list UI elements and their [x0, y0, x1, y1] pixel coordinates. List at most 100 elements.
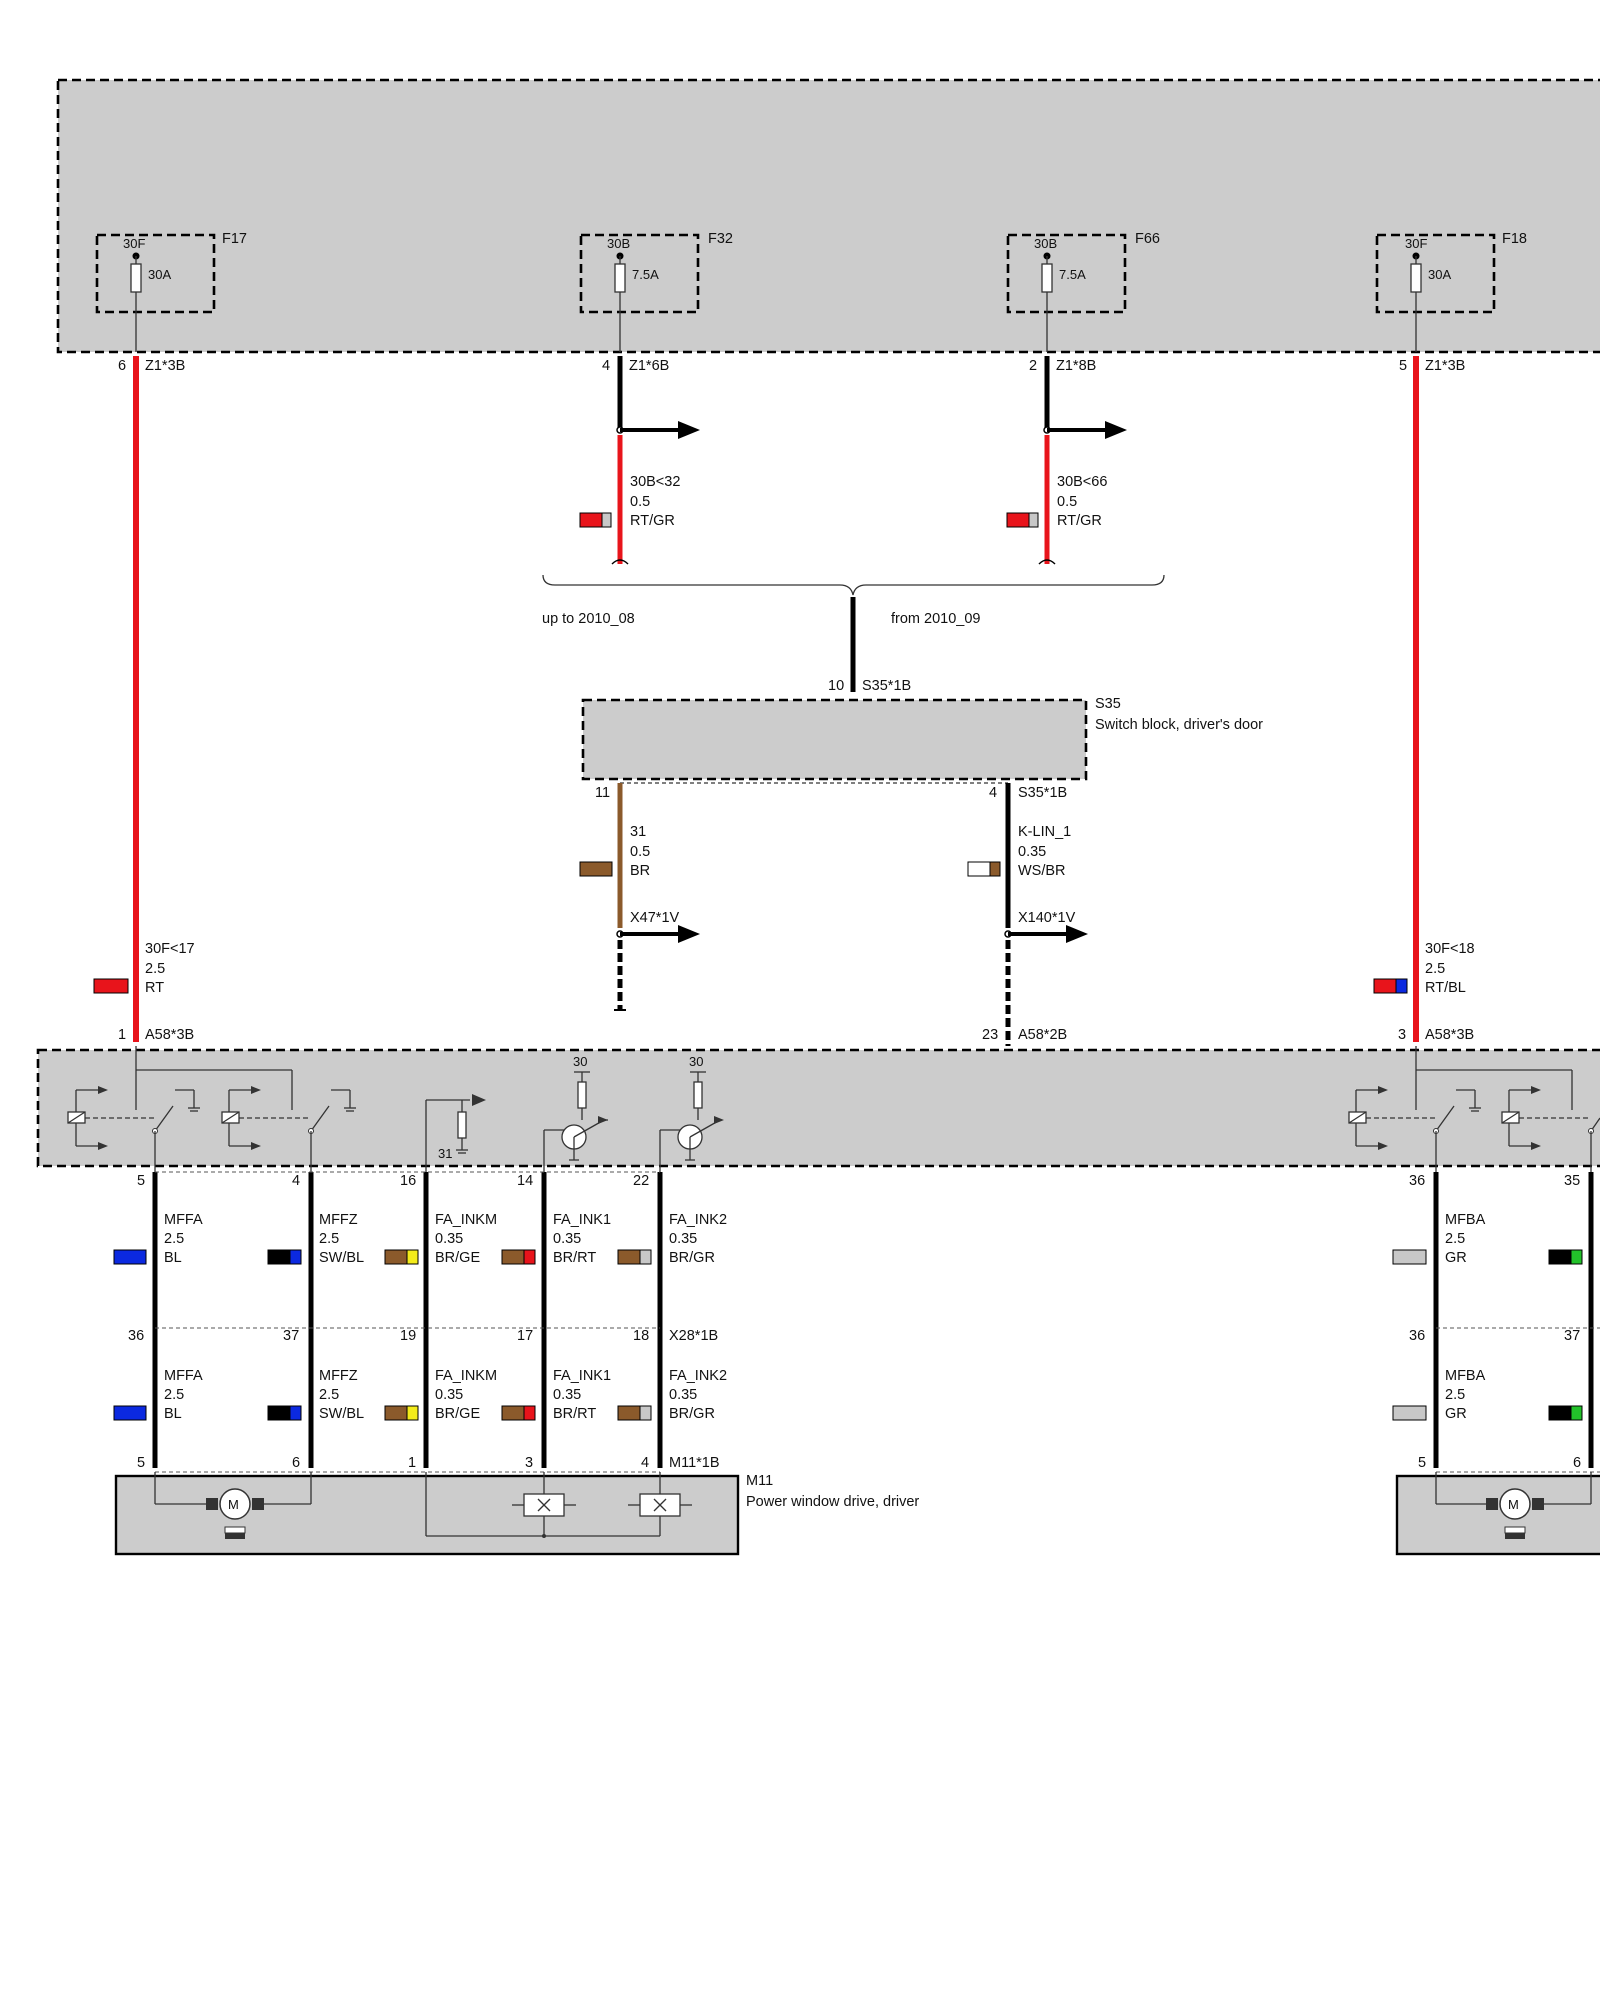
m11-id: M11 [746, 1473, 773, 1489]
wire-label-text: BR/GR [669, 1250, 715, 1266]
wire-31-ground: 31 0.5 BR X47*1V [579, 783, 700, 1011]
wire-label-text: MFBA [1445, 1212, 1486, 1228]
pin-label: 5 [1399, 358, 1407, 374]
fuse-f18-id: F18 [1502, 231, 1527, 247]
pin-label: 4 [292, 1173, 300, 1189]
wire-gauge: 0.5 [630, 494, 650, 510]
wire-color: WS/BR [1018, 863, 1066, 879]
wire-gauge: 0.5 [630, 844, 650, 860]
wire-label-fa-inkm-lower: FA_INKM 0.35 BR/GE [384, 1368, 497, 1422]
pin-label: 36 [1409, 1328, 1425, 1344]
wire-label-text: BR/GE [435, 1250, 480, 1266]
pin-label: 5 [1418, 1455, 1426, 1471]
fuse-f17-id: F17 [222, 231, 247, 247]
wire-label-text: BR/RT [553, 1250, 596, 1266]
pin-label: 35 [1564, 1173, 1580, 1189]
wire-label-text: MFFZ [319, 1212, 358, 1228]
m-right-power-window-drive-partial: M [1395, 1472, 1600, 1556]
fuse-f32-id: F32 [708, 231, 733, 247]
wire-circuit: K-LIN_1 [1018, 824, 1071, 840]
pin-label: 6 [1573, 1455, 1581, 1471]
pin-label: 36 [128, 1328, 144, 1344]
supply-30-label: 30 [689, 1054, 703, 1069]
wire-label-text: M [1508, 1497, 1519, 1512]
wire-label-right-partial-lower [1548, 1405, 1583, 1421]
pin-label: 36 [1409, 1173, 1425, 1189]
variant-right-label: from 2010_09 [891, 611, 980, 627]
motor-icon [1499, 1488, 1531, 1520]
wire-label-text: 0.35 [435, 1231, 463, 1247]
wire-label-text: 30F<18 [1425, 941, 1475, 957]
pin-label: 6 [292, 1455, 300, 1471]
supply-30-label: 30 [573, 1054, 587, 1069]
wire-label-right-partial [1548, 1249, 1583, 1265]
fuse-f17-rating: 30A [148, 267, 171, 282]
wire-label-text: BL [164, 1250, 182, 1266]
wire-color: RT/GR [1057, 513, 1102, 529]
wire-label-text: 0.35 [553, 1231, 581, 1247]
wire-label-text: FA_INKM [435, 1368, 497, 1384]
wire-gauge: 0.5 [1057, 494, 1077, 510]
wire-label-mffz-lower: MFFZ 2.5 SW/BL [267, 1368, 364, 1422]
fuse-f66-rating: 7.5A [1059, 267, 1086, 282]
wire-color: BR [630, 863, 650, 879]
fuse-f18-terminal: 30F [1405, 236, 1427, 251]
connector-label: Z1*6B [629, 358, 669, 374]
wire-label-text: 0.35 [669, 1387, 697, 1403]
wire-label-text: 30F<17 [145, 941, 195, 957]
fuse-f66-id: F66 [1135, 231, 1160, 247]
fuse-f32-rating: 7.5A [632, 267, 659, 282]
wire-label-text: FA_INK1 [553, 1212, 611, 1228]
branch-f32: 30B<32 0.5 RT/GR [579, 356, 700, 565]
wire-label-fa-ink1: FA_INK1 0.35 BR/RT [501, 1212, 611, 1266]
m11-description: Power window drive, driver [746, 1494, 919, 1510]
m11-power-window-drive: M11 Power window drive, driver M [114, 1472, 919, 1556]
wire-label-text: BL [164, 1406, 182, 1422]
wire-circuit: 30B<32 [630, 474, 680, 490]
wire-label-text: RT/BL [1425, 980, 1466, 996]
pin-label: 37 [283, 1328, 299, 1344]
wire-label-text: FA_INK2 [669, 1212, 727, 1228]
wire-label-text: 0.35 [669, 1231, 697, 1247]
wire-label-fa-ink2-lower: FA_INK2 0.35 BR/GR [617, 1368, 727, 1422]
pin-label: 5 [137, 1455, 145, 1471]
wire-label-text: 2.5 [164, 1231, 184, 1247]
pin-label: 37 [1564, 1328, 1580, 1344]
connector-label: X47*1V [630, 910, 680, 926]
ground-31-label: 31 [438, 1146, 452, 1161]
connector-label: A58*3B [1425, 1027, 1474, 1043]
wire-k-lin: K-LIN_1 0.35 WS/BR X140*1V [967, 783, 1088, 1046]
wire-label-mfba-lower: MFBA 2.5 GR [1392, 1368, 1486, 1422]
x28-connector-label: X28*1B [669, 1328, 718, 1344]
wire-label-text: SW/BL [319, 1250, 364, 1266]
connector-label: X140*1V [1018, 910, 1076, 926]
connector-label: Z1*3B [1425, 358, 1465, 374]
connector-label: Z1*3B [145, 358, 185, 374]
wire-label-text: 0.35 [553, 1387, 581, 1403]
s35-switch-block: S35 Switch block, driver's door 11 4 S35… [581, 696, 1263, 801]
pin-label: 3 [1398, 1027, 1406, 1043]
wire-label-text: GR [1445, 1406, 1467, 1422]
wire-label-text: 2.5 [319, 1231, 339, 1247]
variant-left-label: up to 2010_08 [542, 611, 635, 627]
wire-label-mffa-lower: MFFA 2.5 BL [113, 1368, 203, 1422]
a58-control-module: 31 30 30 [36, 1046, 1600, 1172]
s35-id: S35 [1095, 696, 1121, 712]
wire-gauge: 0.35 [1018, 844, 1046, 860]
wire-label-fa-inkm: FA_INKM 0.35 BR/GE [384, 1212, 497, 1266]
connector-label: S35*1B [1018, 785, 1067, 801]
fuse-f17-terminal: 30F [123, 236, 145, 251]
connector-label: Z1*8B [1056, 358, 1096, 374]
wire-label-text: MFFZ [319, 1368, 358, 1384]
wire-label-text: M [228, 1497, 239, 1512]
pin-label: 18 [633, 1328, 649, 1344]
fuse-f32: 30B 7.5A F32 [579, 231, 733, 352]
pin-label: 6 [118, 358, 126, 374]
wire-label-text: MFFA [164, 1212, 203, 1228]
wire-label-text: MFFA [164, 1368, 203, 1384]
pin-label: 11 [595, 785, 610, 801]
pin-label: 14 [517, 1173, 533, 1189]
wire-label-text: BR/GR [669, 1406, 715, 1422]
wire-circuit: 31 [630, 824, 646, 840]
